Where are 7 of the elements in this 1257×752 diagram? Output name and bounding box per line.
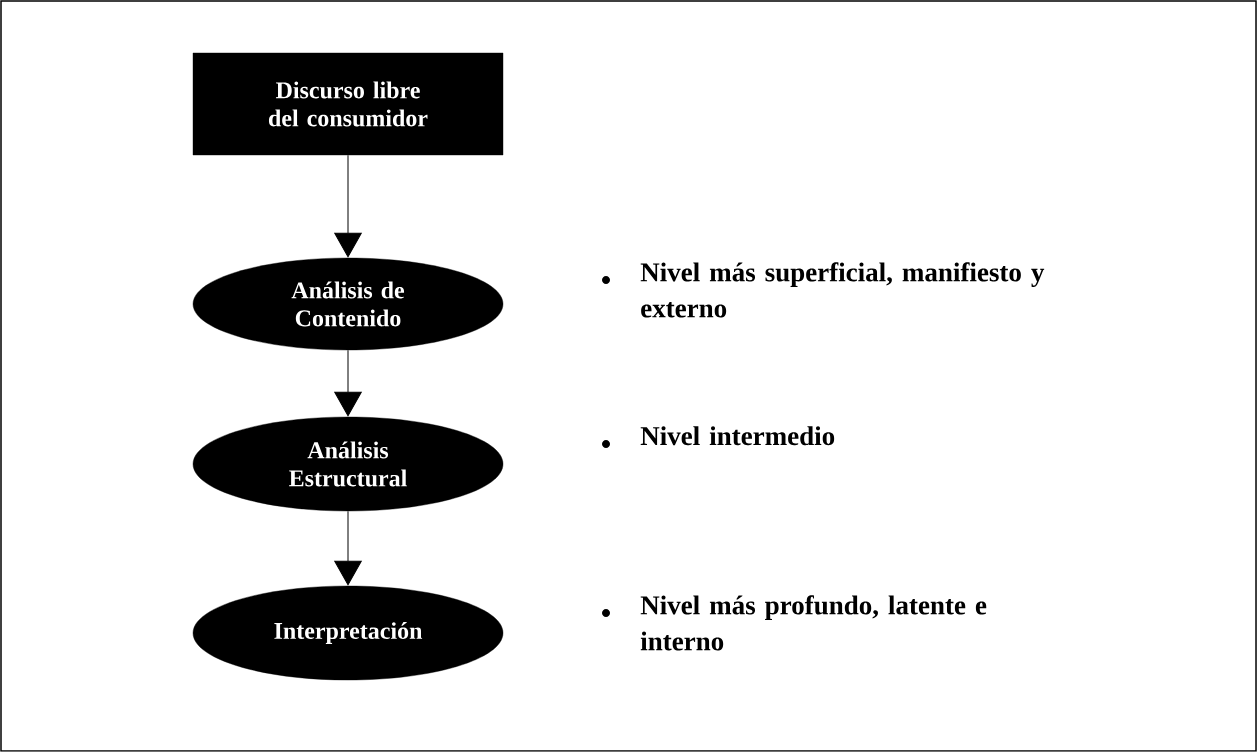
description-text: Nivel intermedio — [640, 426, 835, 446]
description-text: Nivel más superficial, manifiesto y externo — [640, 262, 1045, 318]
arrow — [334, 154, 362, 258]
arrow — [334, 349, 362, 417]
arrow — [334, 510, 362, 586]
description-text: Nivel más profundo, latente e interno — [640, 595, 987, 651]
process-box: Discurso libre del consumidor — [192, 52, 504, 156]
